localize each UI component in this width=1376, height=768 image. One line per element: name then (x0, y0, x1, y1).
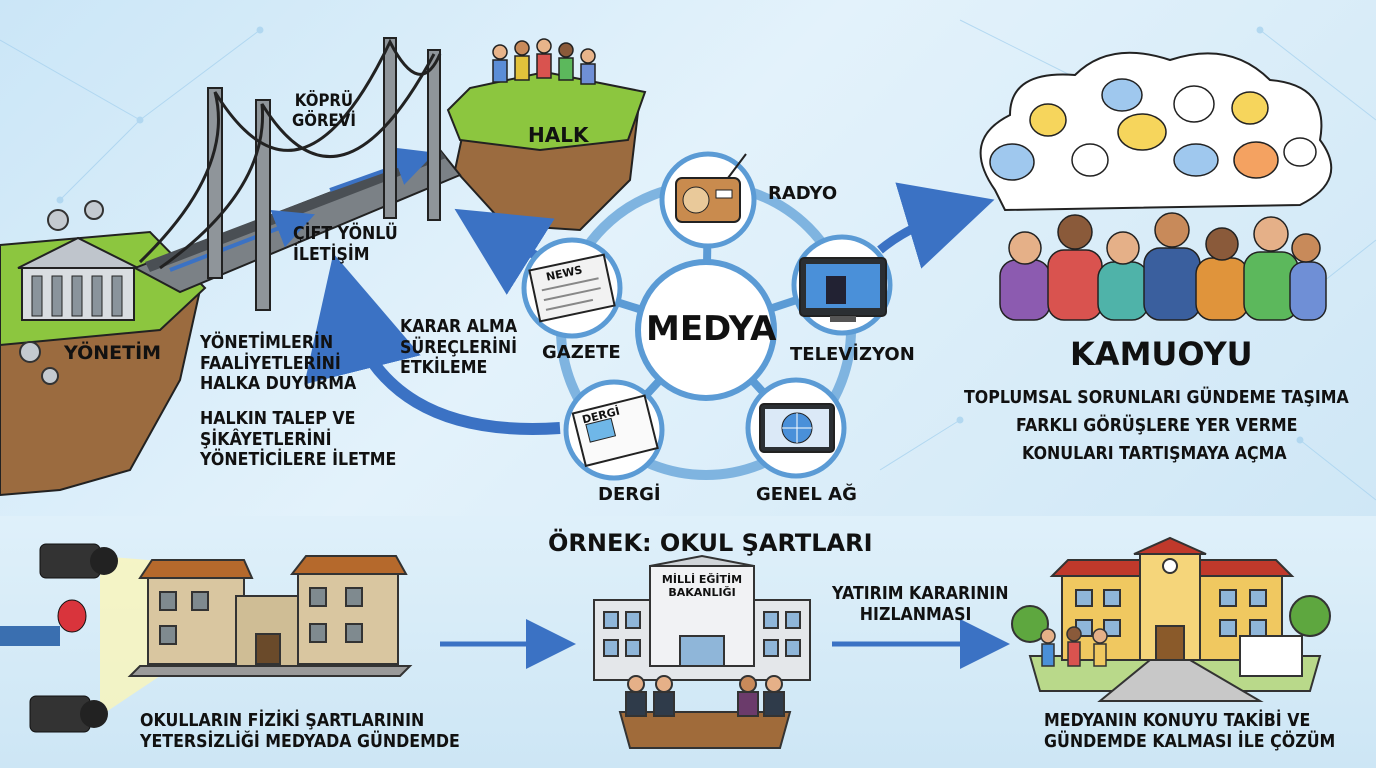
arrow-decision (304, 253, 561, 435)
damaged-school-icon (127, 555, 413, 677)
camera-crew-icon (0, 543, 160, 733)
magazine-label: DERGİ (598, 484, 661, 505)
newspaper-label: GAZETE (542, 342, 621, 363)
crowd-people-icon (999, 212, 1327, 321)
government-label: YÖNETİM (64, 342, 162, 364)
meeting-table-icon (618, 675, 792, 749)
cheering-people-icon (492, 38, 596, 85)
radio-label: RADYO (768, 183, 838, 204)
television-icon (799, 257, 887, 322)
magazine-icon (571, 394, 659, 468)
opinion-item-1: TOPLUMSAL SORUNLARI GÜNDEME TAŞIMA (964, 387, 1349, 408)
internet-label: GENEL AĞ (756, 484, 857, 505)
gear-icon (19, 200, 104, 385)
example-title: ÖRNEK: OKUL ŞARTLARI (548, 529, 873, 557)
tv-label: TELEVİZYON (790, 344, 915, 365)
media-center-label: MEDYA (646, 309, 777, 349)
ministry-building-icon (593, 554, 811, 681)
arrow-media-to-opinion (877, 182, 995, 269)
public-island (446, 38, 647, 232)
globe-monitor-icon (759, 403, 835, 453)
newspaper-icon (528, 253, 616, 323)
media-hub (521, 151, 893, 481)
public-label: HALK (528, 123, 589, 147)
opinion-item-2: FARKLI GÖRÜŞLERE YER VERME (1016, 415, 1298, 436)
bridge-illustration (132, 37, 462, 311)
opinion-item-3: KONULARI TARTIŞMAYA AÇMA (1022, 443, 1287, 464)
children-icon (1040, 626, 1108, 667)
speech-bubble-icon (989, 78, 1317, 181)
government-building-icon (17, 236, 139, 321)
government-island (0, 200, 207, 497)
bottom-panel: ÖRNEK: OKUL ŞARTLARI OKULLARIN FİZİKİ ŞA… (0, 516, 1376, 768)
new-school-icon (1011, 536, 1331, 702)
opinion-title: KAMUOYU (1070, 335, 1253, 373)
thought-cloud (979, 51, 1333, 212)
radio-icon (675, 153, 747, 223)
top-illustration (0, 19, 1376, 501)
bottom-illustration (0, 536, 1331, 749)
